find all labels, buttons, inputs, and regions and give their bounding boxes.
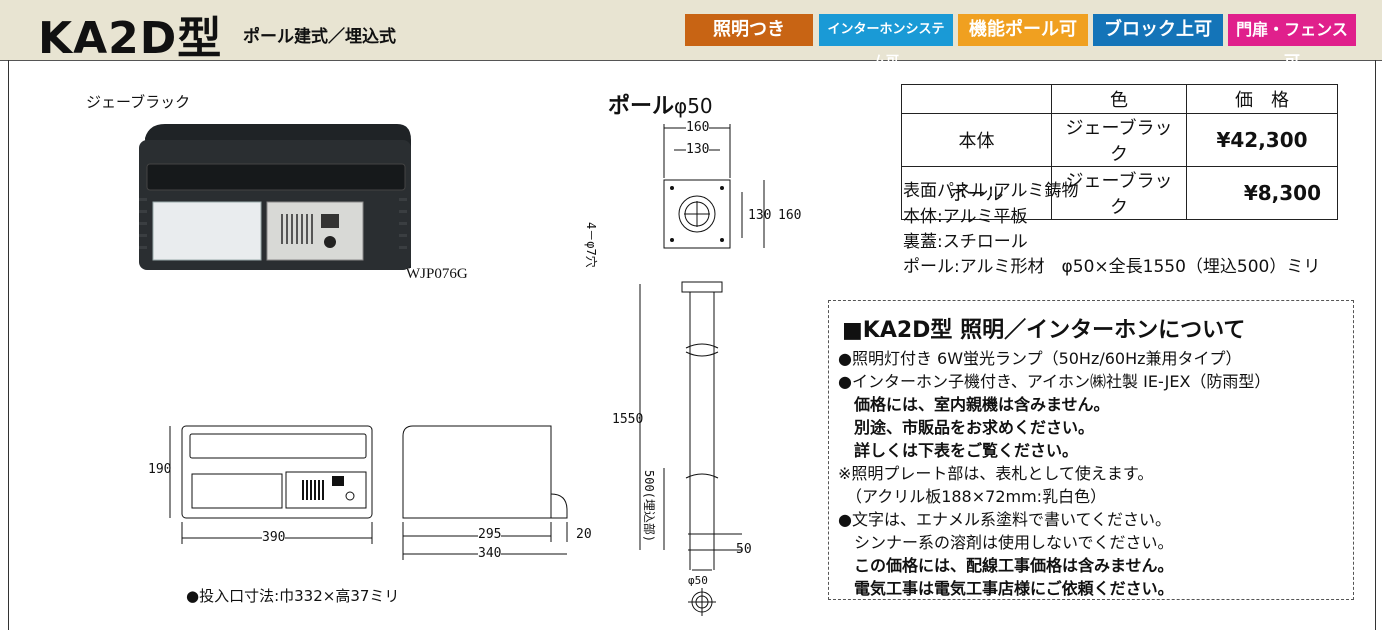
pole-label: ポール — [608, 94, 675, 119]
pole-top-outer: 160 — [686, 120, 710, 135]
badge-lighting: 照明つき — [685, 14, 813, 46]
price-header-price: 価 格 — [1186, 84, 1338, 114]
info-line: 価格には、室内親機は含みません。 — [838, 395, 1110, 414]
info-title: ■KA2D型 照明／インターホンについて — [842, 318, 1246, 343]
dim-depth-main: 295 — [478, 527, 502, 542]
pole-bottom-offset: 50 — [736, 542, 752, 557]
model-title: KA2D型 — [38, 13, 223, 64]
spec-line: 表面パネル:アルミ鋳物 — [903, 181, 1079, 201]
pole-holes: 4－φ7穴 — [584, 222, 598, 268]
dim-height: 190 — [148, 462, 172, 477]
info-line: ●文字は、エナメル系塗料で書いてください。 — [838, 510, 1172, 529]
pole-top-inner: 130 — [686, 142, 710, 157]
dim-depth-extra: 20 — [576, 527, 592, 542]
info-line: 電気工事は電気工事店様にご依頼ください。 — [838, 579, 1174, 598]
dim-width: 390 — [262, 530, 286, 545]
price-item: 本体 — [901, 113, 1052, 167]
install-type-subtitle: ポール建式／埋込式 — [243, 27, 396, 47]
pole-side-inner: 130 — [748, 208, 772, 223]
price-header-row: 色 価 格 — [901, 84, 1338, 114]
info-line: ●インターホン子機付き、アイホン㈱社製 IE-JEX（防雨型） — [838, 372, 1271, 391]
spec-line: 裏蓋:スチロール — [903, 232, 1028, 252]
price-value: ¥42,300 — [1186, 113, 1338, 167]
pole-title: ポールφ50 — [608, 88, 713, 120]
badge-function-pole: 機能ポール可 — [958, 14, 1088, 46]
info-line: ●照明灯付き 6W蛍光ランプ（50Hz/60Hz兼用タイプ） — [838, 349, 1242, 368]
info-line: （アクリル板188×72mm:乳白色） — [838, 487, 1107, 506]
price-color: ジェーブラック — [1051, 166, 1187, 220]
mailbox-photo — [139, 124, 411, 270]
content-frame — [8, 60, 1376, 630]
price-header-color: 色 — [1051, 84, 1187, 114]
header-band: KA2D型 ポール建式／埋込式 照明つき インターホンシステム可 機能ポール可 … — [0, 0, 1382, 71]
pole-top-view — [663, 124, 765, 249]
info-line: シンナー系の溶剤は使用しないでください。 — [838, 533, 1174, 552]
pole-side-view — [639, 281, 742, 616]
pole-diameter: φ50 — [674, 94, 713, 118]
price-row: ポール ジェーブラック ¥8,300 — [901, 166, 1338, 220]
price-row: 本体 ジェーブラック ¥42,300 — [901, 113, 1338, 167]
pole-base-dia: φ50 — [688, 574, 708, 587]
spec-line: 本体:アルミ平板 — [903, 207, 1028, 227]
product-code: WJP076G — [406, 266, 468, 282]
badge-block: ブロック上可 — [1093, 14, 1223, 46]
badge-intercom: インターホンシステム可 — [819, 14, 953, 69]
badge-gate-fence: 門扉・フェンス可 — [1228, 14, 1356, 71]
price-value: ¥8,300 — [1186, 166, 1338, 220]
info-line: ※照明プレート部は、表札として使えます。 — [838, 464, 1154, 483]
pole-side-outer: 160 — [778, 208, 802, 223]
info-line: 別途、市販品をお求めください。 — [838, 418, 1095, 437]
pole-embed: 500(埋込部) — [642, 470, 656, 543]
info-box — [828, 300, 1354, 600]
info-line: 詳しくは下表をご覧ください。 — [838, 441, 1079, 460]
pole-length: 1550 — [612, 412, 644, 427]
slot-size-note: ●投入口寸法:巾332×高37ミリ — [186, 587, 400, 605]
color-caption: ジェーブラック — [86, 93, 191, 111]
spec-line: ポール:アルミ形材 φ50×全長1550（埋込500）ミリ — [903, 257, 1321, 277]
price-header-blank — [901, 84, 1052, 114]
price-color: ジェーブラック — [1051, 113, 1187, 167]
dim-depth-total: 340 — [478, 546, 502, 561]
price-item: ポール — [901, 166, 1052, 220]
info-line: この価格には、配線工事価格は含みません。 — [838, 556, 1174, 575]
price-table: 色 価 格 本体 ジェーブラック ¥42,300 ポール ジェーブラック ¥8,… — [901, 84, 1338, 220]
